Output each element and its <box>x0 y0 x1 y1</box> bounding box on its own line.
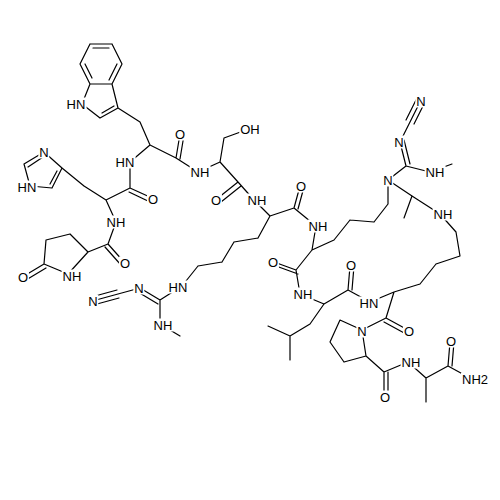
atom-label: NH <box>401 356 422 369</box>
atom-label: O <box>379 391 391 404</box>
atom-label: O <box>267 256 279 269</box>
atom-label: NH <box>308 220 329 233</box>
atom-label: NH <box>190 166 211 179</box>
atom-label: HN <box>359 297 380 310</box>
atom-label: O <box>295 180 307 193</box>
atom-label: O <box>345 259 357 272</box>
atom-label: NH <box>153 319 174 332</box>
bond-lines <box>24 44 470 402</box>
atom-label: O <box>119 257 131 270</box>
atom-label: N <box>393 136 404 149</box>
atom-label: NH <box>62 270 83 283</box>
atom-label: OH <box>239 123 261 136</box>
atom-label: O <box>403 325 415 338</box>
atom-label: N <box>382 174 393 187</box>
atom-label: N <box>415 95 426 108</box>
atom-label: NH <box>433 208 454 221</box>
atom-label: NH <box>425 166 446 179</box>
atom-label: HN <box>17 181 38 194</box>
atom-label: N <box>356 325 367 338</box>
atom-label: N <box>38 146 49 159</box>
atom-label: O <box>445 335 457 348</box>
atom-label: O <box>147 193 159 206</box>
atom-label: NH2 <box>461 373 489 386</box>
atom-label: HN <box>115 156 136 169</box>
atom-label: HN <box>66 98 87 111</box>
atom-label: N <box>87 295 98 308</box>
atom-label: NH <box>106 216 127 229</box>
atom-label: O <box>174 128 186 141</box>
atom-label: NH <box>247 194 268 207</box>
atom-label: NH <box>293 288 314 301</box>
atom-label: O <box>17 271 29 284</box>
atom-label: O <box>210 194 222 207</box>
atom-label: N <box>133 282 144 295</box>
atom-label: HN <box>168 281 189 294</box>
